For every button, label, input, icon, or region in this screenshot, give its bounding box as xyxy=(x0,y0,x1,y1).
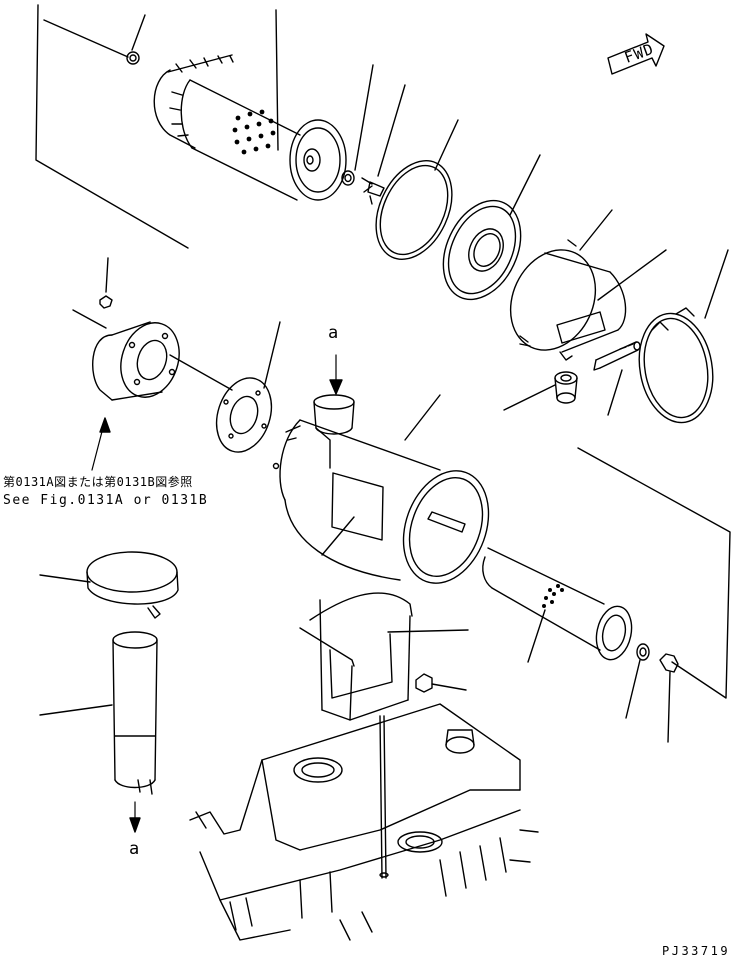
callout-a-bottom: a xyxy=(129,839,140,859)
mounting-band xyxy=(631,250,728,428)
rain-cap xyxy=(40,552,178,618)
outer-filter-element xyxy=(154,10,346,200)
o-ring-small xyxy=(44,15,145,64)
engine-manifold xyxy=(190,704,538,940)
cover-plate xyxy=(428,155,540,312)
gasket-ring xyxy=(361,120,467,271)
inlet-gasket xyxy=(208,322,281,459)
reference-note-jp: 第0131A図または第0131B図参照 xyxy=(3,475,193,489)
mounting-bracket xyxy=(300,593,468,720)
inlet-elbow xyxy=(92,258,188,470)
air-cleaner-body xyxy=(274,355,504,595)
clamp-bolt xyxy=(594,342,640,415)
washer-nut-right xyxy=(626,644,678,742)
dust-cup xyxy=(495,210,666,364)
drawing-code: PJ33719 xyxy=(662,944,731,958)
inner-filter-element xyxy=(483,448,730,698)
callout-a-top: a xyxy=(328,323,339,343)
reference-note-en: See Fig.0131A or 0131B xyxy=(3,493,209,508)
intake-pipe xyxy=(40,632,157,832)
evacuator-valve xyxy=(504,372,577,410)
washer-wing-nut xyxy=(342,65,405,204)
fwd-arrow-icon xyxy=(608,34,664,74)
upper-frame-lines xyxy=(36,5,232,390)
